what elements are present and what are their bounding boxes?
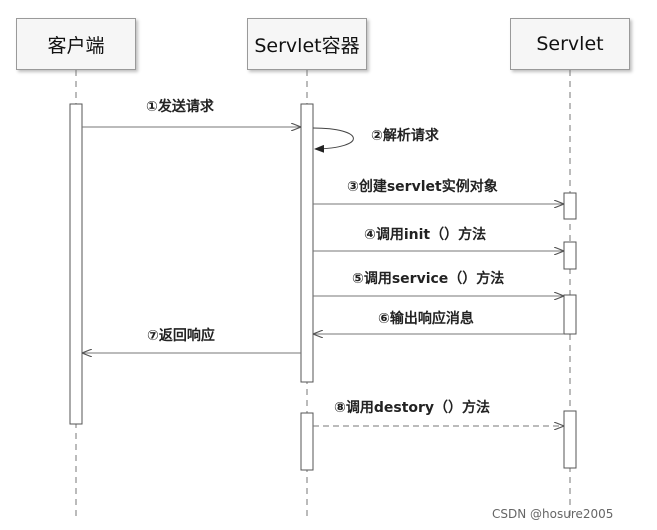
participant-servlet: Servlet: [510, 18, 630, 70]
arrow-parse-request: [312, 127, 354, 153]
message-output-response: ⑥输出响应消息: [378, 311, 474, 327]
message-send-request: ①发送请求: [146, 99, 214, 115]
message-call-init: ④调用init（）方法: [364, 227, 487, 243]
activation-client: [69, 103, 83, 425]
activation-servlet-3: [563, 294, 577, 335]
message-return-response: ⑦返回响应: [147, 328, 215, 344]
message-call-service: ⑤调用service（）方法: [352, 271, 505, 287]
message-create-instance: ③创建servlet实例对象: [347, 179, 498, 195]
participant-client: 客户端: [16, 18, 136, 70]
activation-servlet-4: [563, 410, 577, 469]
activation-container-1: [300, 103, 314, 383]
participant-container-label: Servlet容器: [254, 34, 360, 57]
participant-client-label: 客户端: [47, 34, 105, 57]
activation-servlet-2: [563, 241, 577, 270]
message-parse-request: ②解析请求: [371, 128, 439, 144]
activation-container-2: [300, 412, 314, 471]
participant-servlet-container: Servlet容器: [247, 18, 367, 70]
participant-servlet-label: Servlet: [536, 33, 604, 55]
watermark: CSDN @hosure2005: [492, 507, 614, 521]
activation-servlet-1: [563, 192, 577, 220]
message-call-destroy: ⑧调用destory（）方法: [334, 400, 491, 416]
